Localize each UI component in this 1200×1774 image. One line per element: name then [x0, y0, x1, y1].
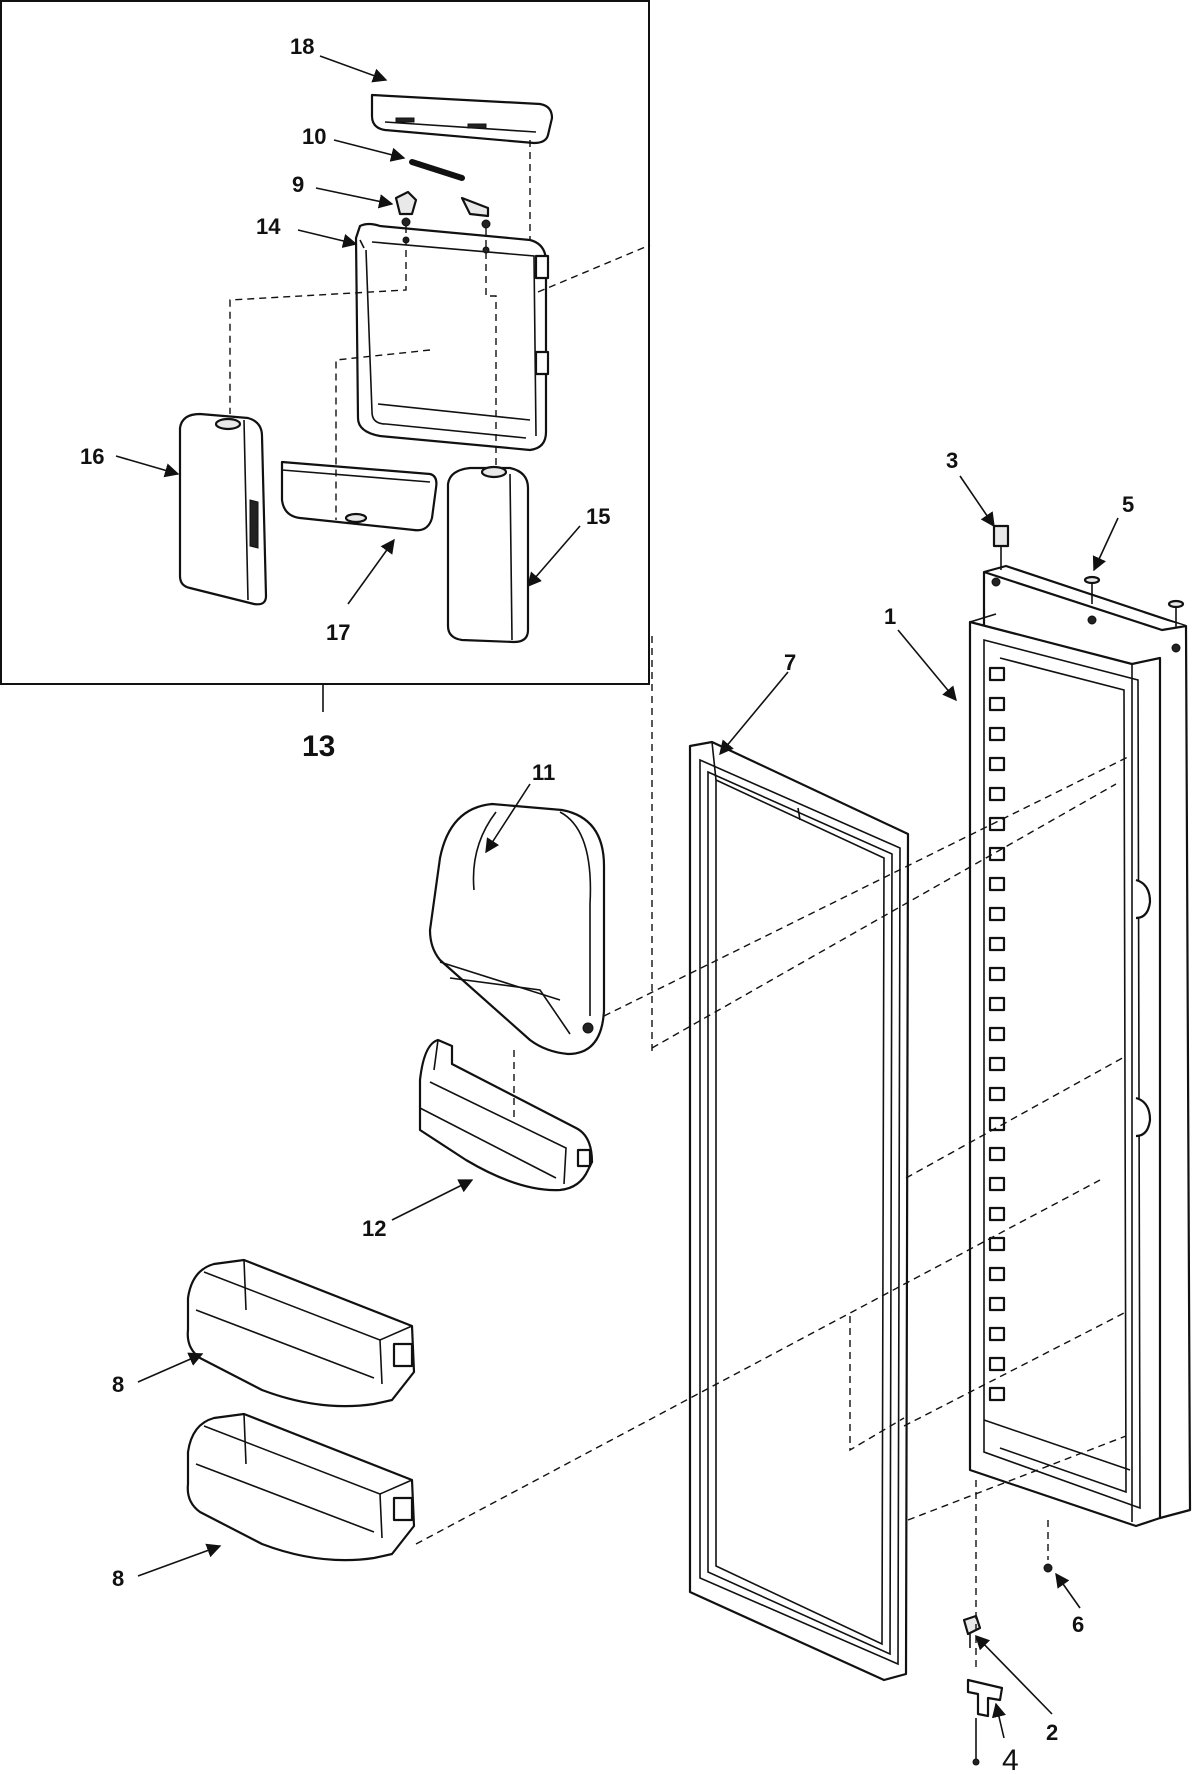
callout-11: 11 — [532, 760, 555, 785]
part-17-bin — [280, 460, 438, 532]
kit-dashed-lines — [229, 140, 651, 520]
part-6-plug — [1043, 1520, 1053, 1573]
callout-14: 14 — [256, 214, 281, 239]
callout-1: 1 — [884, 604, 896, 629]
part-10-rod — [409, 159, 465, 181]
part-5-screws — [1083, 575, 1185, 628]
assembly-dashed-lines — [415, 636, 1131, 1545]
part-8-door-bin-lower — [186, 1412, 416, 1562]
callout-10: 10 — [302, 124, 326, 149]
callout-3: 3 — [946, 448, 958, 473]
part-1-door — [968, 564, 1192, 1528]
callout-labels: 18 10 9 14 16 17 15 13 11 12 8 8 7 1 3 5… — [80, 34, 1134, 1774]
callout-5: 5 — [1122, 492, 1134, 517]
part-15-column — [446, 465, 530, 644]
callout-9: 9 — [292, 172, 304, 197]
part-9-pivot — [394, 190, 491, 229]
callout-12: 12 — [362, 1216, 386, 1241]
callout-16: 16 — [80, 444, 104, 469]
part-18-cover — [370, 93, 554, 145]
part-8-door-bin-upper — [186, 1258, 416, 1408]
callout-15: 15 — [586, 504, 610, 529]
part-3-bushing — [992, 524, 1010, 570]
part-14-housing — [354, 222, 550, 452]
kit-box — [0, 0, 650, 712]
callout-4: 4 — [1002, 1744, 1019, 1774]
callout-8-upper: 8 — [112, 1372, 124, 1397]
callout-7: 7 — [784, 650, 796, 675]
callout-18: 18 — [290, 34, 314, 59]
part-7-gasket — [688, 740, 910, 1682]
part-4-bracket — [966, 1678, 1004, 1766]
callout-leaders — [115, 55, 1119, 1739]
part-16-column — [178, 412, 268, 606]
callout-6: 6 — [1072, 1612, 1084, 1637]
callout-17: 17 — [326, 620, 350, 645]
part-2-hinge-pin — [962, 1614, 982, 1648]
door-shelf-tabs — [988, 666, 1006, 1402]
callout-2: 2 — [1046, 1720, 1058, 1745]
callout-8-lower: 8 — [112, 1566, 124, 1591]
kit-label-13: 13 — [302, 730, 335, 763]
part-12-shelf-bin — [418, 1038, 594, 1192]
part-11-bin-cover — [428, 802, 606, 1056]
